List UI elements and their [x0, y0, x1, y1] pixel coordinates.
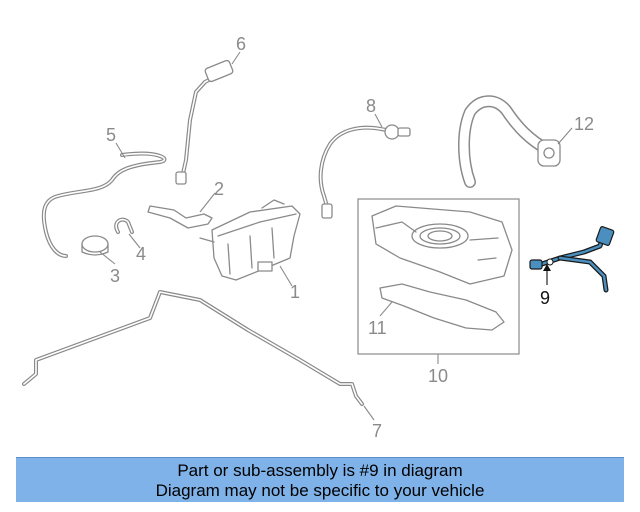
- leader-6: [231, 51, 241, 65]
- leader-4: [128, 233, 141, 249]
- footer-line-1: Part or sub-assembly is #9 in diagram: [177, 461, 463, 480]
- leader-11: [379, 301, 393, 317]
- part-1-canister: [199, 199, 301, 281]
- leader-7: [363, 405, 375, 421]
- callout-1: 1: [290, 282, 300, 302]
- callout-8: 8: [366, 96, 376, 116]
- leader-8: [374, 113, 383, 128]
- footer-banner: Part or sub-assembly is #9 in diagram Di…: [16, 457, 624, 502]
- callout-7: 7: [372, 421, 382, 441]
- part-12-hose: [458, 95, 561, 188]
- part-2-bracket: [147, 205, 213, 229]
- leader-3: [99, 251, 116, 265]
- callout-5: 5: [106, 125, 116, 145]
- callout-3: 3: [110, 266, 120, 286]
- callout-11: 11: [368, 318, 387, 338]
- callout-10: 10: [428, 366, 448, 386]
- callout-4: 4: [136, 244, 146, 264]
- part-6-tube: [175, 59, 234, 185]
- callout-12: 12: [574, 114, 594, 134]
- part-5-hose: [41, 151, 167, 258]
- arrow-9: [543, 264, 551, 271]
- part-9-sensor-harness: [529, 226, 615, 293]
- leader-2: [199, 192, 216, 213]
- part-3-cap: [81, 235, 109, 256]
- leader-12: [557, 127, 573, 145]
- part-7-line: [22, 290, 364, 406]
- leader-5: [115, 142, 126, 159]
- part-10-manifold: [371, 205, 513, 285]
- leader-1: [279, 265, 293, 287]
- part-8-sensor: [318, 124, 411, 219]
- parts-diagram: 5 6 2 3 4 1 7: [22, 34, 615, 441]
- callout-2: 2: [214, 179, 224, 199]
- callout-6: 6: [236, 34, 246, 54]
- part-4-small-hose: [114, 217, 134, 234]
- footer-line-2: Diagram may not be specific to your vehi…: [155, 481, 485, 500]
- part-11-gasket: [379, 283, 505, 331]
- callout-9: 9: [540, 288, 550, 308]
